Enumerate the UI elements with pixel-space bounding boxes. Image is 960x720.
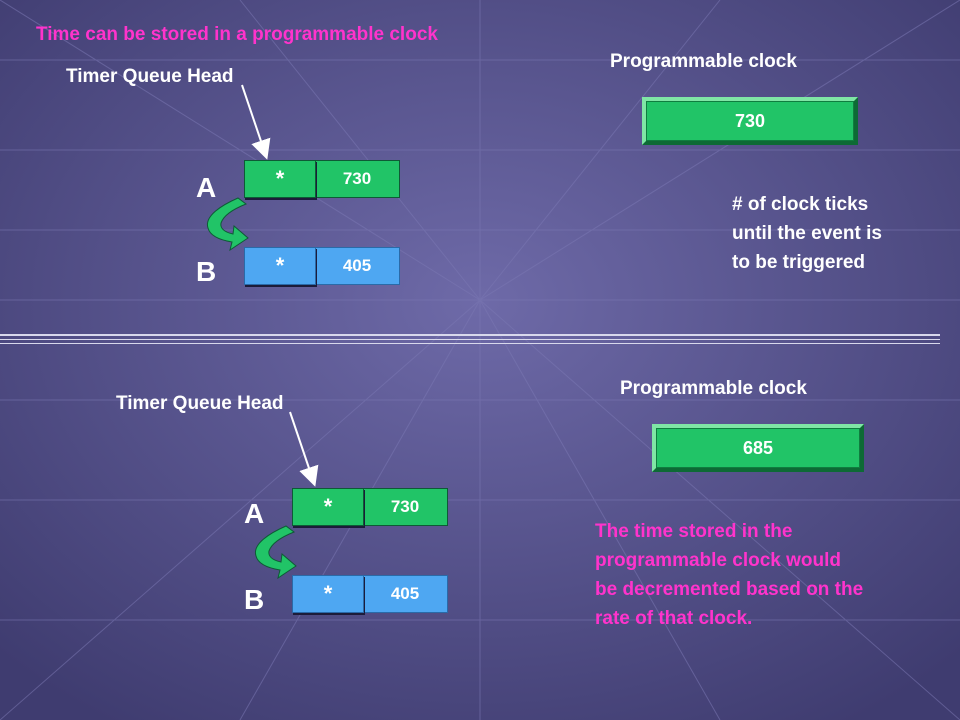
programmable-clock-label: Programmable clock [610,51,797,72]
decrement-note: The time stored in the programmable cloc… [595,521,864,629]
node-b-label: B [196,256,217,287]
node-a-value: 730 [362,488,448,526]
node-b-pointer: * [292,575,364,613]
timer-queue-head-label: Timer Queue Head [66,66,234,87]
clock-ticks-note: # of clock ticks until the event is to b… [732,194,882,273]
node-a-pointer: * [292,488,364,526]
node-b-value: 405 [314,247,400,285]
slide-title: Time can be stored in a programmable clo… [36,24,438,45]
node-b-pointer: * [244,247,316,285]
node-a-label: A [244,498,265,529]
node-a-value: 730 [314,160,400,198]
node-a-label: A [196,172,217,203]
node-a-pointer: * [244,160,316,198]
programmable-clock-box: 685 [652,424,864,472]
programmable-clock-label: Programmable clock [620,378,807,399]
timer-queue-head-label: Timer Queue Head [116,393,284,414]
section-divider [0,334,940,344]
node-b-label: B [244,584,265,615]
node-b-value: 405 [362,575,448,613]
programmable-clock-box: 730 [642,97,858,145]
